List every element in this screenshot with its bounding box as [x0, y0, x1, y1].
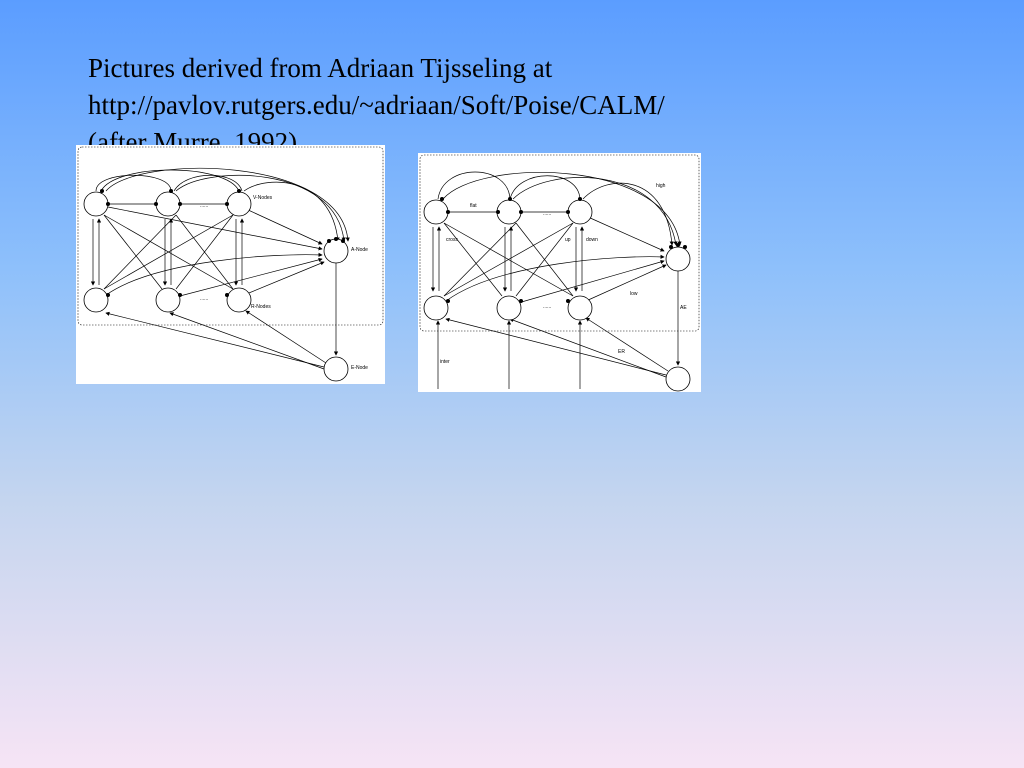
node-flat-3 — [567, 199, 593, 225]
caption-line-1: Pictures derived from Adriaan Tijsseling… — [88, 53, 553, 83]
r-nodes-label: R-Nodes — [251, 304, 271, 310]
a-node-label: A-Node — [351, 247, 368, 253]
label-down: down — [586, 237, 598, 243]
label-up: up — [565, 237, 571, 243]
a-node — [323, 238, 349, 264]
calm-module-diagram: V-Nodes R-Nodes A-Node E-Node ...... ...… — [76, 145, 385, 384]
label-low: low — [630, 291, 638, 297]
node-bottom-1 — [423, 295, 449, 321]
calm-module-svg: V-Nodes R-Nodes A-Node E-Node ...... ...… — [77, 146, 384, 382]
v-node-2 — [155, 191, 181, 217]
node-flat-1 — [423, 199, 449, 225]
v-node-1 — [83, 191, 109, 217]
node-flat-2 — [496, 199, 522, 225]
ellipsis-top: ...... — [200, 203, 208, 209]
ellipsis-bottom: ...... — [200, 296, 208, 302]
ellipsis-top-2: ...... — [543, 211, 551, 217]
e-node — [323, 356, 349, 382]
label-flat: flat — [470, 203, 477, 209]
ellipsis-bottom-2: ...... — [543, 304, 551, 310]
label-er: ER — [618, 349, 625, 355]
r-node-1 — [83, 287, 109, 313]
module-boundary-2 — [419, 154, 700, 332]
calm-module-variant-svg: high flat cross up down low AE ER inter … — [419, 154, 700, 392]
label-ae: AE — [680, 305, 687, 311]
label-high: high — [656, 183, 666, 189]
node-right-upper — [665, 246, 691, 272]
node-bottom-3 — [567, 295, 593, 321]
caption-line-2: http://pavlov.rutgers.edu/~adriaan/Soft/… — [88, 90, 665, 120]
slide-caption: Pictures derived from Adriaan Tijsseling… — [88, 50, 848, 161]
module-boundary — [77, 146, 384, 326]
r-node-3 — [226, 287, 252, 313]
r-node-2 — [155, 287, 181, 313]
e-node-label: E-Node — [351, 365, 368, 371]
v-nodes-label: V-Nodes — [253, 195, 273, 201]
calm-module-variant-diagram: high flat cross up down low AE ER inter … — [418, 153, 701, 392]
label-cross: cross — [446, 237, 458, 243]
node-bottom-2 — [496, 295, 522, 321]
v-node-3 — [226, 191, 252, 217]
node-right-lower — [665, 366, 691, 392]
label-inter: inter — [440, 359, 450, 365]
